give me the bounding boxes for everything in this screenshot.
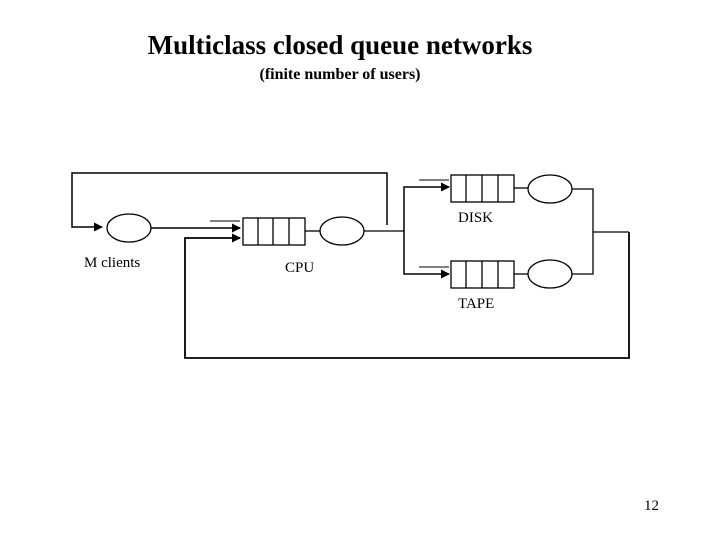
- slide-subtitle: (finite number of users): [259, 66, 421, 83]
- disk-queue: [450, 174, 515, 203]
- feedback-loop-path: [71, 172, 388, 232]
- disk-server: [527, 174, 573, 204]
- disk-label: DISK: [458, 210, 493, 226]
- disk-tape-merge-line: [572, 188, 594, 275]
- tape-label: TAPE: [458, 296, 494, 312]
- slide-title: Multiclass closed queue networks: [147, 30, 533, 60]
- to-tape-arrow: [403, 231, 450, 279]
- clients-server: [106, 213, 152, 243]
- tape-queue: [450, 260, 515, 289]
- page-number: 12: [644, 498, 659, 514]
- cpu-server: [319, 216, 365, 246]
- cpu-label: CPU: [285, 260, 314, 276]
- clients-label: M clients: [84, 255, 140, 271]
- cpu-queue: [242, 217, 306, 246]
- return-loop-path: [184, 232, 630, 359]
- to-disk-arrow: [403, 182, 450, 231]
- tape-server: [527, 259, 573, 289]
